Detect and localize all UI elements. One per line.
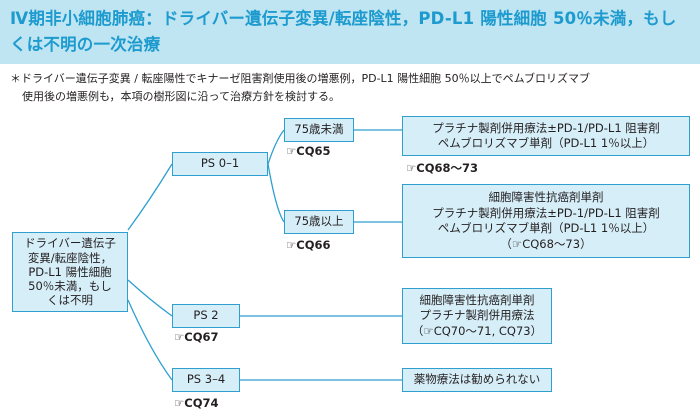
root-line: ドライバー遺伝子 <box>24 236 116 251</box>
ps01-node: PS 0–1 <box>172 152 268 176</box>
ps34-ref: ☞CQ74 <box>174 396 219 410</box>
connector-root-ps34 <box>127 299 173 381</box>
page-title: Ⅳ期非小細胞肺癌：ドライバー遺伝子変異/転座陰性，PD-L1 陽性細胞 50％未… <box>10 9 677 54</box>
treatment-line: プラチナ製剤併用療法±PD-1/PD-L1 阻害剤 <box>432 120 660 135</box>
treatment-ps34-node: 薬物療法は勧められない <box>402 368 552 392</box>
under75-ref: ☞CQ65 <box>286 144 331 158</box>
ps2-ref: ☞CQ67 <box>174 330 219 344</box>
root-line: 変異/転座陰性， <box>27 250 113 265</box>
treatment-line: ペムブロリズマブ単剤（PD-L1 1％以上） <box>437 221 655 235</box>
under75-node: 75歳未満 <box>284 118 354 142</box>
ps2-label: PS 2 <box>193 308 219 323</box>
treatment-line: 細胞障害性抗癌剤単剤 <box>488 190 604 204</box>
treatment-line: 細胞障害性抗癌剤単剤 <box>419 292 535 307</box>
connector-root-ps2 <box>127 279 173 317</box>
root-line: 50％未満，もし <box>28 279 112 294</box>
treatment-over75-node: 細胞障害性抗癌剤単剤 プラチナ製剤併用療法±PD-1/PD-L1 阻害剤 ペムブ… <box>402 184 690 258</box>
over75-node: 75歳以上 <box>284 210 354 234</box>
ps01-label: PS 0–1 <box>200 156 240 171</box>
root-node: ドライバー遺伝子 変異/転座陰性， PD-L1 陽性細胞 50％未満，もし くは… <box>12 232 128 312</box>
footnote-line-1: ＊ドライバー遺伝子変異 / 転座陽性でキナーゼ阻害剤使用後の増悪例，PD-L1 … <box>10 72 591 85</box>
under75-label: 75歳未満 <box>294 122 344 137</box>
treatment-line: （☞CQ70～71, CQ73） <box>411 323 543 338</box>
treatment-line: ペムブロリズマブ単剤（PD-L1 1％以上） <box>437 136 655 150</box>
connector-ps01-under75 <box>267 129 285 165</box>
over75-label: 75歳以上 <box>294 214 344 229</box>
treatment-under75-ref: ☞CQ68～73 <box>406 161 479 175</box>
treatment-line: プラチナ製剤併用療法 <box>419 308 535 323</box>
root-line: PD-L1 陽性細胞 <box>28 264 112 279</box>
treatment-line: プラチナ製剤併用療法±PD-1/PD-L1 阻害剤 <box>432 205 660 220</box>
treatment-ps2-node: 細胞障害性抗癌剤単剤 プラチナ製剤併用療法 （☞CQ70～71, CQ73） <box>402 288 552 344</box>
treatment-line: （☞CQ68～73） <box>500 236 592 251</box>
treatment-line: 薬物療法は勧められない <box>413 372 541 387</box>
ps34-node: PS 3–4 <box>172 368 240 392</box>
over75-ref: ☞CQ66 <box>286 238 331 252</box>
root-line: くは不明 <box>47 293 93 308</box>
ps2-node: PS 2 <box>172 304 240 328</box>
connector-root-ps01 <box>127 163 173 231</box>
connector-ps01-over75 <box>267 163 285 223</box>
footnote: ＊ドライバー遺伝子変異 / 転座陽性でキナーゼ阻害剤使用後の増悪例，PD-L1 … <box>10 70 694 106</box>
title-banner: Ⅳ期非小細胞肺癌：ドライバー遺伝子変異/転座陰性，PD-L1 陽性細胞 50％未… <box>0 0 700 64</box>
footnote-line-2: 使用後の増悪例も，本項の樹形図に沿って治療方針を検討する。 <box>22 90 341 103</box>
treatment-under75-node: プラチナ製剤併用療法±PD-1/PD-L1 阻害剤 ペムブロリズマブ単剤（PD-… <box>402 116 690 156</box>
ps34-label: PS 3–4 <box>186 372 226 387</box>
